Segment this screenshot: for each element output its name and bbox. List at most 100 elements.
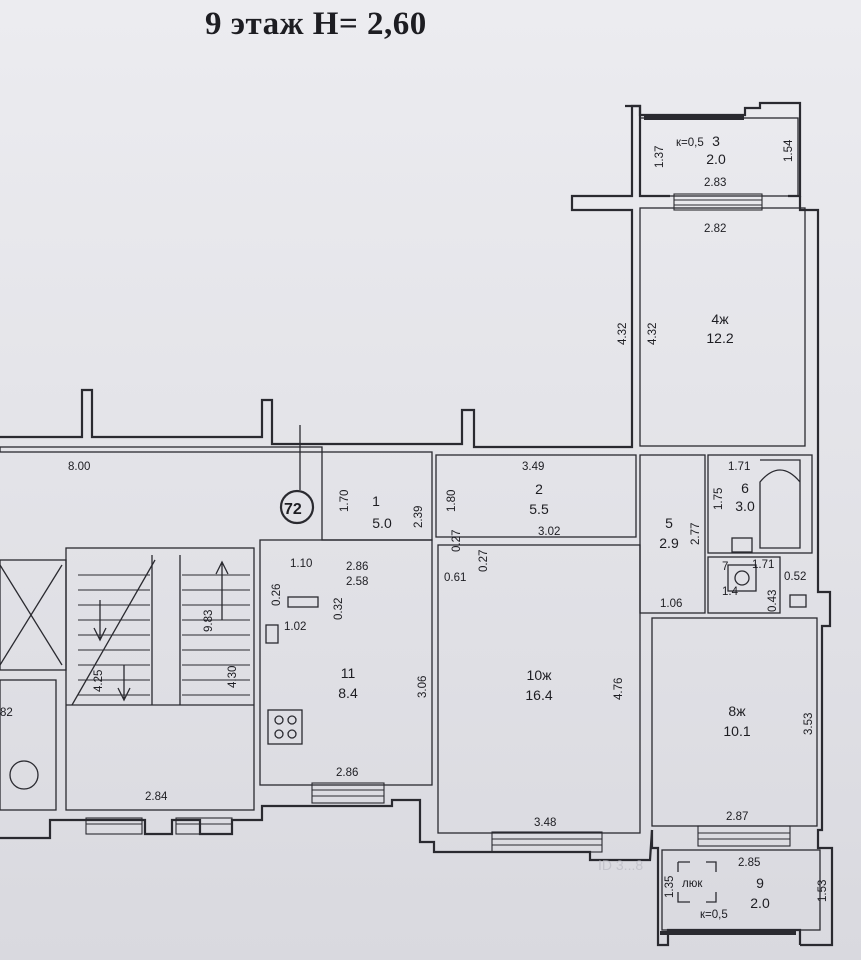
room-5-number: 5 [665,515,673,531]
room-5-area: 2.9 [659,535,679,551]
room-6-area: 3.0 [735,498,755,514]
dim-label: 3.49 [522,461,544,473]
room-9-area: 2.0 [750,895,770,911]
right-wall [798,196,834,947]
kitchen-vent [287,596,319,608]
room-4-area: 12.2 [706,330,733,346]
dim-label: 9.83 [203,610,215,632]
sink [731,537,753,553]
room-2-number: 2 [535,481,543,497]
vent [789,594,807,608]
dim-label: 1.02 [284,621,306,633]
bathtub [759,459,801,549]
kitchen-riser [265,624,279,644]
room-9-coef: к=0,5 [700,909,728,921]
dim-label: 1.37 [654,146,666,168]
dim-label: 2.77 [690,523,702,545]
dim-label: 3.48 [534,817,556,829]
dim-label: 2.82 [704,223,726,235]
stairwell [65,547,255,811]
stair-treads-right [182,574,250,696]
dim-label: 1.75 [713,488,725,510]
dim-label: 2.39 [413,506,425,528]
dim-label: 3.53 [803,713,815,735]
burner-1 [274,715,284,725]
dim-label: 0.43 [767,590,779,612]
corridor-wall [0,446,323,453]
room-2-area: 5.5 [529,501,549,517]
room-8-outline [651,617,818,827]
elevator-shaft [0,559,67,671]
dim-label: 3.06 [417,676,429,698]
dim-label: 1.35 [664,876,676,898]
apartment-number: 72 [284,501,302,518]
stair-diagonal [71,559,156,706]
outer-wall-top [0,104,670,449]
room-4-outline [639,207,806,447]
room-5-outline [639,454,706,614]
dim-label: 0.27 [451,530,463,552]
dim-label: 3.02 [538,526,560,538]
stair-arrow-up [215,560,229,620]
room-7-outline [707,556,781,614]
room-7-area: 1.4 [722,586,739,598]
room-10-outline [437,544,641,834]
toilet [727,564,757,592]
dim-label: 4.30 [227,666,239,688]
dim-label: 1.06 [660,598,682,610]
hatch-frame [677,861,717,903]
dim-label: 1.53 [817,880,829,902]
burner-3 [274,729,284,739]
dim-label: 1.71 [728,461,750,473]
dim-label: 0.26 [271,584,283,606]
dim-label: 8.00 [68,461,90,473]
dim-label: 2.83 [704,177,726,189]
room-11-number: 11 [341,665,356,681]
room-9-outline [661,849,821,931]
elevator-cross-b [0,564,63,666]
dim-label: 1.71 [752,559,774,571]
dim-label: 82 [0,707,13,719]
window-stairs [85,817,233,835]
dim-label: 0.52 [784,571,806,583]
toilet-bowl [734,570,750,586]
dim-label: 1.10 [290,558,312,570]
dim-label: 4.32 [647,323,659,345]
dim-label: 2.87 [726,811,748,823]
room-8-area: 10.1 [723,723,750,739]
dim-label: 1.54 [783,139,795,162]
dim-label: 0.27 [478,550,490,572]
dim-label: 2.85 [738,857,760,869]
window-room-11 [311,782,385,804]
dim-label: 2.84 [145,791,168,803]
stair-arrow-down-a [93,600,107,642]
room-10-number: 10ж [527,667,553,683]
room-2-outline [435,454,637,538]
watermark: ID 3...8 [598,857,643,873]
chute-circle [9,760,39,790]
room-1-area: 5.0 [372,515,392,531]
room-6-number: 6 [741,480,749,496]
bottom-wall [0,798,654,862]
hatch-label: люк [682,878,703,890]
dim-label: 1.80 [446,490,458,512]
room-3-area: 2.0 [706,151,726,167]
dim-label: 4.25 [93,670,105,692]
dim-label: 1.70 [339,490,351,512]
room-10-area: 16.4 [525,687,552,703]
room-7-number: 7 [722,561,728,573]
room-11-area: 8.4 [338,685,358,701]
dim-label: 4.76 [613,678,625,700]
room-3-coef: к=0,5 [676,137,704,149]
room-4-number: 4ж [711,311,729,327]
burner-4 [287,729,297,739]
shaft-lower [0,679,57,811]
dim-label: 0.32 [333,598,345,620]
room-6-outline [707,454,813,554]
window-room-8 [697,825,791,847]
room-1-number: 1 [372,493,380,509]
dim-label: 2.86 [336,767,358,779]
